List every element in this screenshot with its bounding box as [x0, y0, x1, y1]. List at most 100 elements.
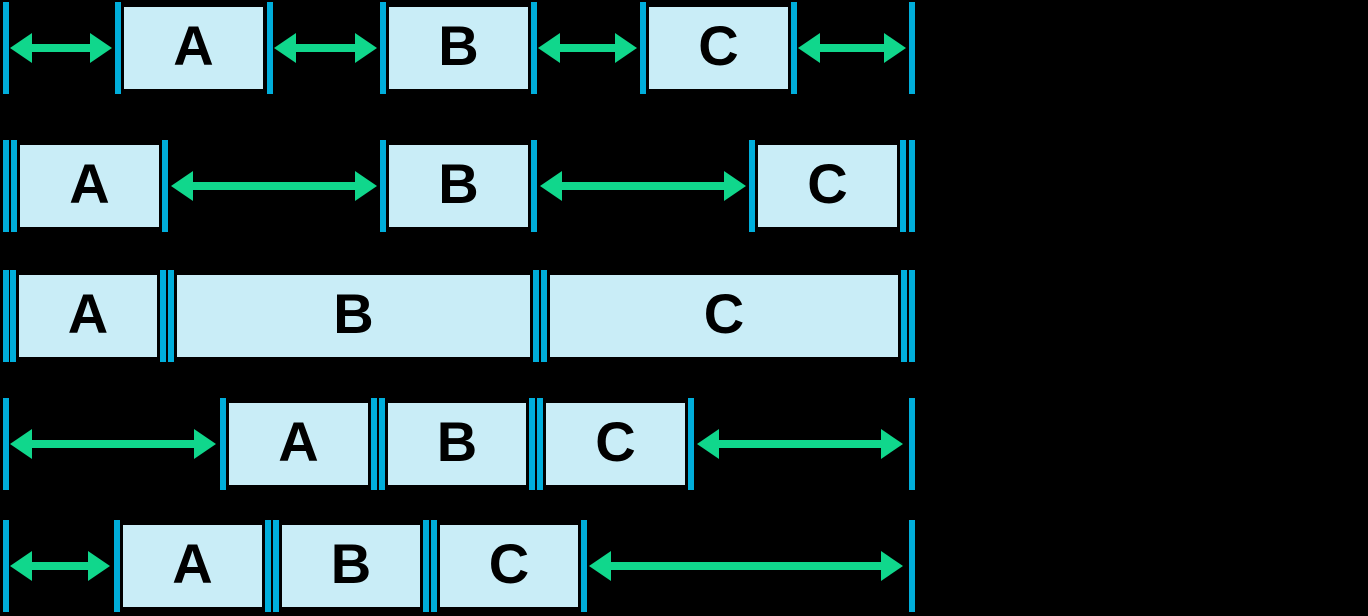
arrow-head-right-icon	[884, 33, 906, 63]
item-box: B	[387, 143, 530, 229]
space-arrow	[10, 551, 110, 581]
container-edge-bar	[909, 140, 915, 232]
item-label: B	[330, 532, 372, 595]
item-box: B	[386, 401, 528, 487]
space-arrow	[697, 429, 903, 459]
item-edge-bar	[371, 398, 377, 490]
item-edge-bar	[640, 2, 646, 94]
arrow-shaft	[28, 440, 198, 448]
space-arrow	[274, 33, 377, 63]
arrow-head-right-icon	[355, 33, 377, 63]
arrow-head-right-icon	[615, 33, 637, 63]
item-box: A	[18, 143, 161, 229]
item-edge-bar	[265, 520, 271, 612]
arrow-shaft	[556, 44, 619, 52]
item-label: A	[173, 14, 214, 77]
item-label: C	[595, 410, 636, 473]
item-box: C	[438, 523, 580, 609]
item-edge-bar	[537, 398, 543, 490]
item-edge-bar	[380, 2, 386, 94]
arrow-head-left-icon	[274, 33, 296, 63]
item-label: A	[172, 532, 213, 595]
item-edge-bar	[581, 520, 587, 612]
item-box: A	[17, 273, 159, 359]
item-edge-bar	[688, 398, 694, 490]
item-label: C	[703, 282, 745, 345]
diagram-row: A B C	[0, 270, 1368, 362]
item-box: C	[544, 401, 687, 487]
arrow-shaft	[816, 44, 888, 52]
item-edge-bar	[115, 2, 121, 94]
arrow-shaft	[292, 44, 359, 52]
item-edge-bar	[529, 398, 535, 490]
container-edge-bar	[3, 140, 9, 232]
item-edge-bar	[533, 270, 539, 362]
item-edge-bar	[901, 270, 907, 362]
container-edge-bar	[909, 520, 915, 612]
arrow-shaft	[28, 562, 92, 570]
arrow-shaft	[558, 182, 728, 190]
container-edge-bar	[909, 398, 915, 490]
item-box: A	[122, 5, 265, 91]
container-edge-bar	[3, 398, 9, 490]
diagram-row: A B C	[0, 140, 1368, 232]
item-edge-bar	[11, 140, 17, 232]
arrow-shaft	[189, 182, 359, 190]
item-edge-bar	[273, 520, 279, 612]
container-edge-bar	[3, 270, 9, 362]
item-edge-bar	[791, 2, 797, 94]
arrow-head-left-icon	[540, 171, 562, 201]
space-arrow	[10, 33, 112, 63]
space-arrow	[798, 33, 906, 63]
arrow-head-left-icon	[538, 33, 560, 63]
item-edge-bar	[541, 270, 547, 362]
arrow-shaft	[715, 440, 885, 448]
item-box: C	[647, 5, 790, 91]
item-label: A	[69, 152, 110, 215]
arrow-head-right-icon	[194, 429, 216, 459]
item-edge-bar	[160, 270, 166, 362]
diagram-row: A B C	[0, 520, 1368, 612]
container-edge-bar	[909, 270, 915, 362]
item-box: C	[548, 273, 900, 359]
item-label: C	[488, 532, 530, 595]
arrow-head-right-icon	[355, 171, 377, 201]
space-arrow	[538, 33, 637, 63]
space-arrow	[171, 171, 377, 201]
item-label: B	[438, 152, 479, 215]
item-edge-bar	[10, 270, 16, 362]
space-arrow	[540, 171, 746, 201]
arrow-head-left-icon	[10, 33, 32, 63]
arrow-head-right-icon	[90, 33, 112, 63]
item-box: C	[756, 143, 899, 229]
container-edge-bar	[3, 520, 9, 612]
item-edge-bar	[379, 398, 385, 490]
item-box: B	[387, 5, 530, 91]
item-edge-bar	[900, 140, 906, 232]
item-label: B	[436, 410, 478, 473]
item-label: A	[67, 282, 109, 345]
arrow-head-left-icon	[697, 429, 719, 459]
container-edge-bar	[909, 2, 915, 94]
arrow-head-right-icon	[724, 171, 746, 201]
space-arrow	[10, 429, 216, 459]
arrow-head-right-icon	[881, 551, 903, 581]
arrow-head-right-icon	[881, 429, 903, 459]
container-edge-bar	[3, 2, 9, 94]
space-arrow	[589, 551, 903, 581]
item-edge-bar	[431, 520, 437, 612]
diagram-row: A B C	[0, 2, 1368, 94]
arrow-head-right-icon	[88, 551, 110, 581]
item-box: B	[280, 523, 422, 609]
item-edge-bar	[267, 2, 273, 94]
item-box: A	[121, 523, 264, 609]
arrow-head-left-icon	[10, 429, 32, 459]
item-edge-bar	[531, 140, 537, 232]
arrow-head-left-icon	[171, 171, 193, 201]
arrow-head-left-icon	[589, 551, 611, 581]
item-box: B	[175, 273, 532, 359]
item-label: C	[698, 14, 739, 77]
arrow-shaft	[607, 562, 885, 570]
item-edge-bar	[380, 140, 386, 232]
